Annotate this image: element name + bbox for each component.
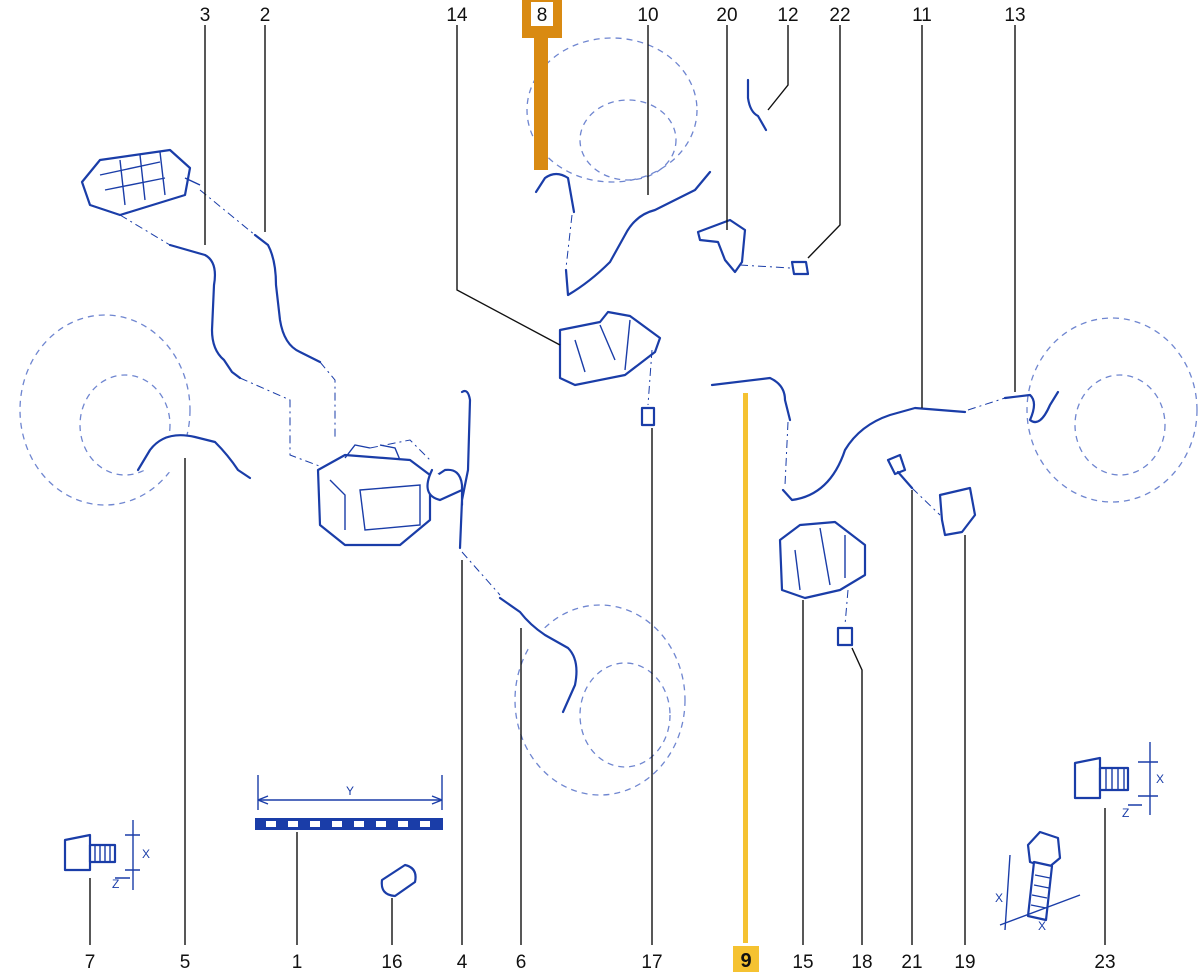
bolt-18 bbox=[836, 626, 854, 647]
pipe-3 bbox=[168, 243, 242, 380]
dash-line bbox=[319, 361, 336, 440]
wheel-rear-left bbox=[514, 604, 686, 796]
dash-line bbox=[911, 487, 941, 516]
dim-x-left: X bbox=[142, 847, 150, 861]
bolt-17 bbox=[640, 406, 656, 427]
callout-6: 6 bbox=[516, 952, 527, 973]
dash-line bbox=[784, 421, 789, 486]
callout-22: 22 bbox=[829, 5, 850, 26]
pipe-11 bbox=[781, 406, 967, 502]
callout-19: 19 bbox=[954, 952, 975, 973]
callout-14: 14 bbox=[446, 5, 468, 26]
master-cylinder bbox=[80, 148, 201, 217]
dash-line bbox=[844, 589, 849, 626]
callout-23: 23 bbox=[1094, 952, 1115, 973]
callout-21: 21 bbox=[901, 952, 922, 973]
pipe-spec-1: Y bbox=[255, 775, 443, 830]
callout-12: 12 bbox=[777, 5, 798, 26]
leader-lines bbox=[89, 25, 1106, 945]
callout-2: 2 bbox=[260, 5, 271, 26]
dash-line bbox=[739, 264, 791, 269]
wheel-rear-right bbox=[1026, 317, 1198, 503]
dash-line bbox=[461, 551, 501, 596]
dim-z-right: Z bbox=[1122, 806, 1129, 820]
hose-9 bbox=[710, 376, 792, 422]
callout-9: 9 bbox=[740, 950, 751, 972]
pipe-2 bbox=[253, 233, 322, 364]
dash-line bbox=[565, 214, 573, 269]
highlight-yellow-9 bbox=[733, 393, 759, 972]
pipe-4-loop bbox=[426, 468, 464, 502]
union-16 bbox=[380, 863, 417, 898]
callout-16: 16 bbox=[381, 952, 402, 973]
hose-8 bbox=[534, 172, 576, 214]
callout-11: 11 bbox=[912, 5, 932, 26]
dim-x-bolt-a: X bbox=[995, 891, 1003, 905]
wheel-front-right bbox=[526, 37, 698, 183]
dash-line bbox=[199, 189, 256, 236]
dash-line bbox=[967, 397, 1006, 411]
callout-10: 10 bbox=[637, 5, 658, 26]
callout-1: 1 bbox=[292, 952, 303, 973]
pipe-5 bbox=[136, 434, 252, 480]
callout-17: 17 bbox=[641, 952, 662, 973]
hose-13 bbox=[1003, 390, 1060, 424]
shield-15 bbox=[778, 520, 867, 600]
bracket-20 bbox=[696, 218, 747, 274]
pipe-10 bbox=[564, 170, 712, 297]
callout-7: 7 bbox=[85, 952, 96, 973]
callout-13: 13 bbox=[1004, 5, 1025, 26]
wheel-front-left bbox=[19, 314, 191, 506]
hose-12 bbox=[746, 78, 768, 132]
callout-15: 15 bbox=[792, 952, 813, 973]
dash-line bbox=[239, 377, 331, 471]
dim-x-bolt-b: X bbox=[1038, 919, 1046, 933]
dim-x-right: X bbox=[1156, 772, 1164, 786]
callout-5: 5 bbox=[180, 952, 191, 973]
highlight-orange-8 bbox=[522, 0, 562, 170]
dim-y-label: Y bbox=[346, 784, 354, 798]
dash-line bbox=[119, 214, 171, 246]
callout-3: 3 bbox=[200, 5, 211, 26]
dim-z-left: Z bbox=[112, 877, 119, 891]
pipe-6 bbox=[498, 596, 578, 714]
bolt-21 bbox=[886, 453, 914, 490]
bolt-22 bbox=[790, 260, 810, 276]
abs-modulator bbox=[316, 439, 432, 547]
callout-20: 20 bbox=[716, 5, 737, 26]
callout-18: 18 bbox=[851, 952, 872, 973]
callout-8: 8 bbox=[537, 5, 548, 26]
callout-4: 4 bbox=[457, 952, 468, 973]
fitting-23: X Z bbox=[1073, 742, 1164, 820]
pipe-4 bbox=[428, 389, 472, 550]
bolt-detail: X X bbox=[995, 830, 1081, 933]
fitting-7: X Z bbox=[63, 820, 150, 891]
bracket-19 bbox=[938, 486, 977, 537]
